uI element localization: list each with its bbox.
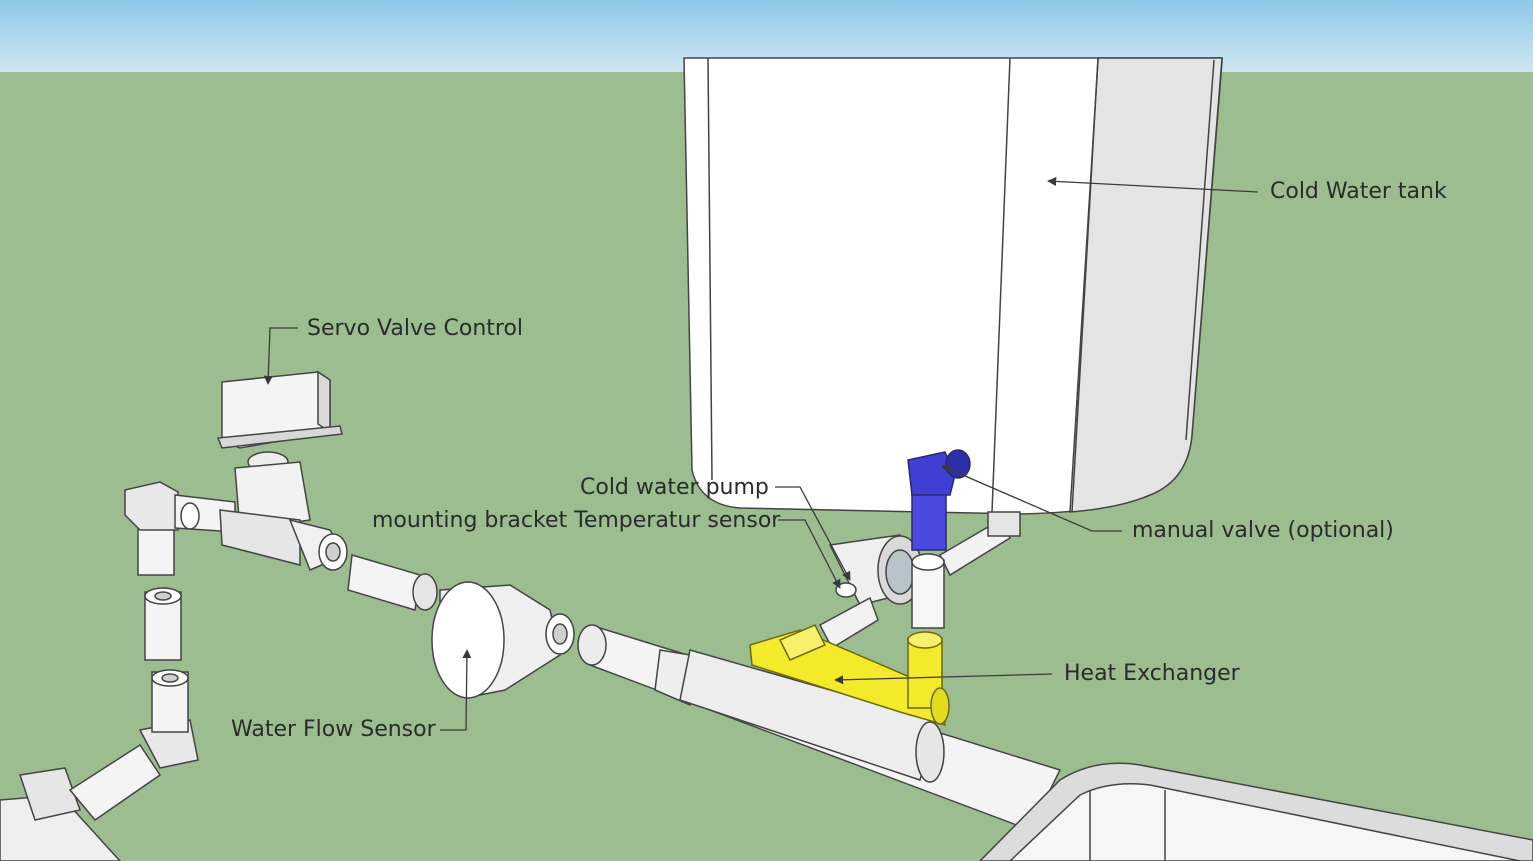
label-heat-exchanger: Heat Exchanger — [1064, 661, 1240, 687]
cold-water-tank — [684, 58, 1222, 514]
label-mounting-bracket: mounting bracket Temperatur sensor — [372, 508, 780, 534]
label-cold-water-pump: Cold water pump — [580, 475, 769, 501]
label-cold-water-tank: Cold Water tank — [1270, 179, 1447, 205]
label-servo-valve-control: Servo Valve Control — [307, 316, 523, 342]
label-water-flow-sensor: Water Flow Sensor — [231, 717, 436, 743]
label-manual-valve: manual valve (optional) — [1132, 518, 1394, 544]
